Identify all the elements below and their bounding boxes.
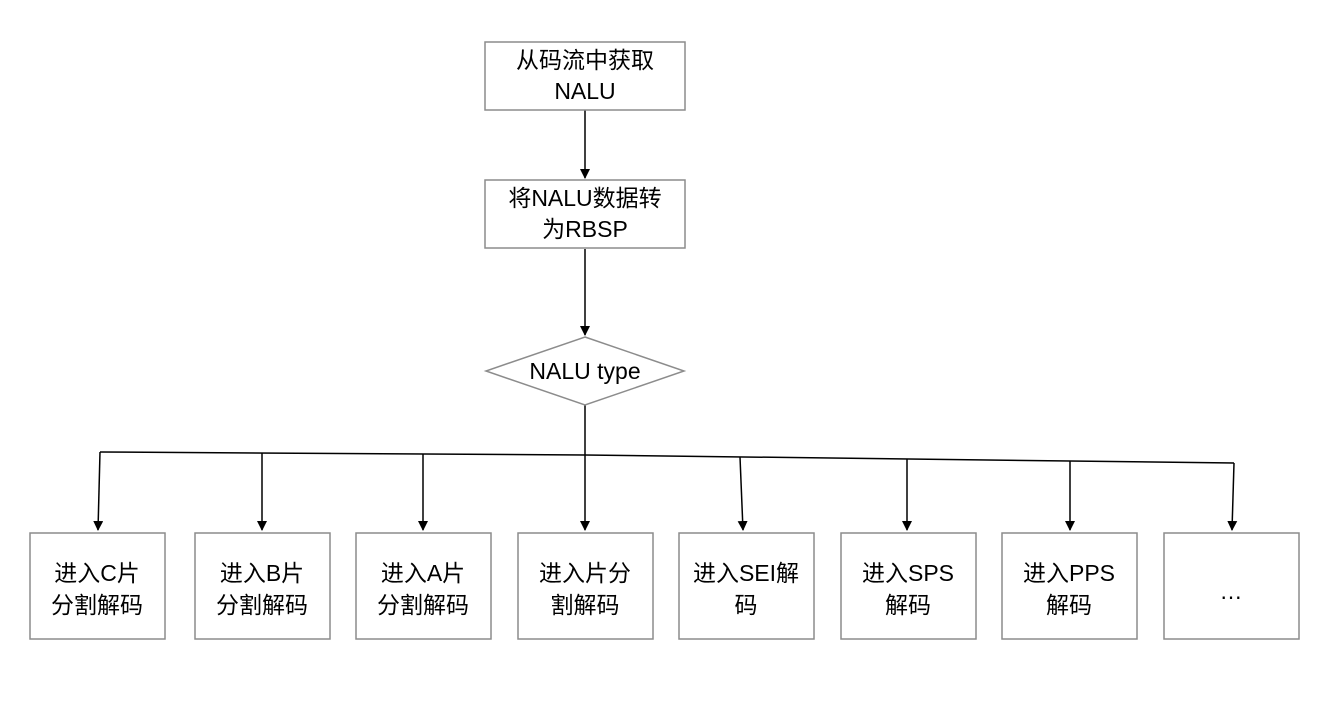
branch-node-slice: 进入片分 割解码 [517, 532, 654, 640]
node-to-rbsp-line2: 为RBSP [542, 216, 628, 242]
decision-nalu-type-label: NALU type [529, 358, 640, 384]
node-to-rbsp-line1: 将NALU数据转 [508, 185, 661, 211]
branch-node-sps-line2: 解码 [885, 592, 931, 618]
branch-node-a-slice-line1: 进入A片 [381, 560, 465, 586]
branch-node-more: … [1163, 532, 1300, 640]
decision-nalu-type: NALU type [483, 336, 687, 406]
branch-node-slice-line1: 进入片分 [539, 560, 631, 586]
branch-node-sps-line1: 进入SPS [862, 560, 954, 586]
branch-node-sps: 进入SPS 解码 [840, 532, 977, 640]
arrow-branch-8 [1227, 462, 1238, 531]
branch-node-a-slice: 进入A片 分割解码 [355, 532, 492, 640]
branch-node-pps-line1: 进入PPS [1023, 560, 1115, 586]
branch-node-a-slice-line2: 分割解码 [377, 592, 469, 618]
node-to-rbsp: 将NALU数据转 为RBSP [484, 179, 686, 249]
branch-node-slice-line2: 割解码 [551, 592, 620, 618]
node-get-nalu-line1: 从码流中获取 [516, 47, 654, 73]
node-get-nalu: 从码流中获取 NALU [484, 41, 686, 111]
arrow-branch-5 [737, 456, 748, 531]
branch-node-b-slice-line1: 进入B片 [220, 560, 304, 586]
branch-bus-line [99, 451, 1235, 464]
branch-node-c-slice-line2: 分割解码 [51, 592, 143, 618]
branch-node-sei-line2: 码 [735, 592, 758, 618]
branch-node-c-slice: 进入C片 分割解码 [29, 532, 166, 640]
branch-node-pps-line2: 解码 [1046, 592, 1092, 618]
arrow-branch-1 [93, 451, 104, 531]
node-get-nalu-line2: NALU [554, 78, 615, 104]
branch-node-b-slice-line2: 分割解码 [216, 592, 308, 618]
branch-node-more-ellipsis: … [1220, 578, 1243, 604]
branch-node-b-slice: 进入B片 分割解码 [194, 532, 331, 640]
branch-node-pps: 进入PPS 解码 [1001, 532, 1138, 640]
branch-node-sei: 进入SEI解 码 [678, 532, 815, 640]
branch-node-sei-line1: 进入SEI解 [693, 560, 799, 586]
branch-node-c-slice-line1: 进入C片 [54, 560, 140, 586]
